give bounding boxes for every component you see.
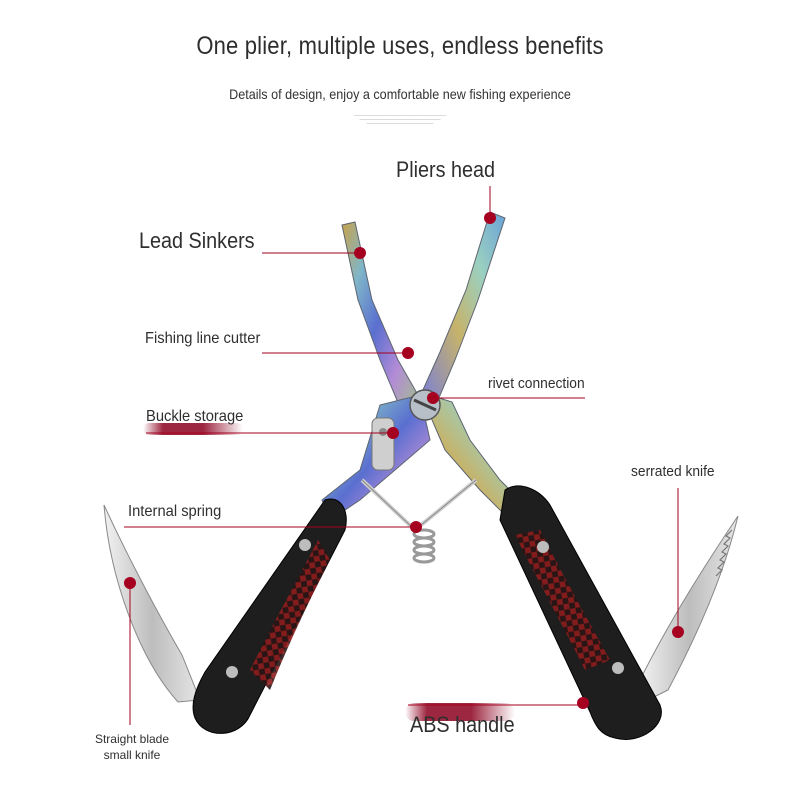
straight-blade-knife (103, 504, 201, 703)
fine-print-decoration: ▁▁▁▁▁▁▁▁▁▁▁▁▁▁▁▁▁▁▁▁▁▁▁▁▁▁▁▁▁▁▁▁▁▁▁▁▁▁▁▁… (353, 112, 447, 124)
label-rivet-connection: rivet connection (488, 375, 585, 392)
label-fishing-line-cutter: Fishing line cutter (145, 330, 261, 347)
left-jaw (341, 221, 419, 413)
buckle-storage-clip (371, 417, 395, 471)
page-title: One plier, multiple uses, endless benefi… (196, 32, 604, 60)
spring-coil (412, 528, 436, 564)
left-abs-handle (192, 498, 347, 734)
label-highlight (405, 703, 515, 721)
label-pliers-head: Pliers head (396, 157, 496, 182)
right-jaw (421, 211, 506, 401)
page-subtitle: Details of design, enjoy a comfortable n… (229, 86, 571, 102)
label-straight-blade-knife: Straight blade small knife (94, 732, 170, 762)
callout-lines (124, 186, 679, 725)
label-serrated-knife: serrated knife (631, 463, 715, 480)
serrated-knife (639, 515, 739, 701)
label-buckle-storage: Buckle storage (146, 408, 244, 425)
label-highlight (143, 423, 243, 435)
callout-dots (124, 212, 684, 709)
label-abs-handle: ABS handle (410, 712, 515, 737)
label-lead-sinkers: Lead Sinkers (139, 228, 255, 253)
label-internal-spring: Internal spring (128, 503, 222, 520)
